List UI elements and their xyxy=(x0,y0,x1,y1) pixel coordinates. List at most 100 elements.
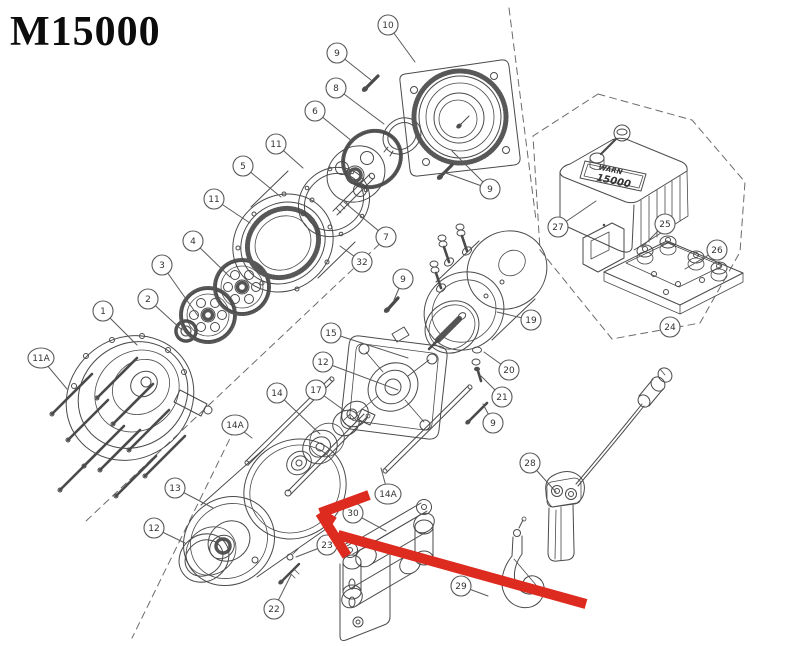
svg-text:4: 4 xyxy=(190,237,196,247)
callout-11A: 11A xyxy=(27,347,68,390)
svg-text:28: 28 xyxy=(524,459,536,469)
callout-19: 19 xyxy=(496,309,542,331)
callout-9: 9 xyxy=(482,403,504,434)
svg-text:10: 10 xyxy=(382,21,394,31)
callout-7: 7 xyxy=(343,201,397,248)
part-control-pack-cover: WARN 15000 xyxy=(559,124,689,253)
callout-29: 29 xyxy=(450,575,489,597)
part-drum-screw xyxy=(278,548,301,585)
svg-text:30: 30 xyxy=(347,509,359,519)
part-mounting-studs xyxy=(49,356,187,499)
boundary-dashed-lines xyxy=(84,7,537,639)
svg-text:19: 19 xyxy=(525,316,537,326)
part-shaft xyxy=(332,172,376,216)
callout-11: 11 xyxy=(265,133,304,169)
callout-21: 21 xyxy=(480,375,513,408)
callout-3: 3 xyxy=(151,254,199,317)
svg-text:7: 7 xyxy=(383,233,389,243)
svg-text:9: 9 xyxy=(334,49,340,59)
svg-text:3: 3 xyxy=(159,261,165,271)
part-terminal-hardware xyxy=(471,346,483,383)
callout-1: 1 xyxy=(92,300,138,346)
callout-8: 8 xyxy=(325,77,385,125)
svg-text:26: 26 xyxy=(711,246,723,256)
callout-15: 15 xyxy=(320,322,409,359)
callout-14A: 14A xyxy=(374,467,402,505)
svg-text:23: 23 xyxy=(321,541,332,551)
svg-text:24: 24 xyxy=(664,323,676,333)
callout-4: 4 xyxy=(182,230,231,278)
callout-9: 9 xyxy=(442,150,501,200)
callout-25: 25 xyxy=(641,213,676,248)
part-brake-hub xyxy=(286,422,345,476)
svg-text:12: 12 xyxy=(148,524,159,534)
svg-text:14A: 14A xyxy=(379,490,397,500)
svg-text:13: 13 xyxy=(169,484,180,494)
callout-6: 6 xyxy=(304,100,354,143)
part-planet-carrier-3 xyxy=(326,128,403,203)
svg-text:9: 9 xyxy=(490,419,496,429)
svg-text:29: 29 xyxy=(455,582,467,592)
part-ring-gear-housing xyxy=(232,170,356,293)
callout-14A: 14A xyxy=(221,414,253,439)
callout-9: 9 xyxy=(392,268,414,301)
svg-text:21: 21 xyxy=(496,393,507,403)
part-motor-gasket xyxy=(424,300,480,354)
cover-model-label: 15000 xyxy=(595,173,631,191)
svg-text:25: 25 xyxy=(659,220,670,230)
callout-5: 5 xyxy=(232,155,282,198)
callout-32: 32 xyxy=(339,245,373,273)
part-motor xyxy=(423,223,548,351)
part-remote-control xyxy=(545,367,673,562)
svg-text:27: 27 xyxy=(552,223,563,233)
callout-12: 12 xyxy=(143,517,186,544)
callout-12: 12 xyxy=(312,351,399,391)
callout-22: 22 xyxy=(263,574,292,620)
part-ring-gear xyxy=(297,166,371,238)
callout-20: 20 xyxy=(483,351,520,381)
callout-9: 9 xyxy=(326,42,372,81)
boundary-hexagon-control-pack xyxy=(532,93,746,340)
svg-text:22: 22 xyxy=(268,605,279,615)
callout-26: 26 xyxy=(684,239,728,270)
svg-text:8: 8 xyxy=(333,84,339,94)
part-drum-bushing xyxy=(178,526,237,583)
svg-text:20: 20 xyxy=(503,366,515,376)
svg-text:15: 15 xyxy=(325,329,336,339)
red-annotation-arrow xyxy=(315,490,588,609)
callout-27: 27 xyxy=(547,200,597,238)
svg-text:12: 12 xyxy=(317,358,328,368)
part-drum-shaft xyxy=(284,408,376,497)
svg-text:9: 9 xyxy=(400,275,406,285)
callout-10: 10 xyxy=(377,14,416,63)
svg-text:32: 32 xyxy=(356,258,367,268)
part-sun-gear xyxy=(174,319,198,343)
callout-14: 14 xyxy=(266,382,321,435)
callout-11: 11 xyxy=(203,188,251,224)
svg-text:14A: 14A xyxy=(226,421,244,431)
part-mounting-bracket xyxy=(582,222,625,273)
part-planet-carrier-2 xyxy=(213,258,271,316)
svg-text:9: 9 xyxy=(487,185,493,195)
part-planet-carrier-1 xyxy=(179,286,237,344)
svg-text:6: 6 xyxy=(312,107,318,117)
callout-24: 24 xyxy=(659,316,681,338)
part-motor-support-plate xyxy=(340,326,448,440)
page-title: M15000 xyxy=(10,9,161,55)
svg-text:5: 5 xyxy=(240,162,246,172)
svg-text:11: 11 xyxy=(208,195,219,205)
callout-17: 17 xyxy=(305,379,346,412)
part-gear-housing-end xyxy=(399,59,521,177)
svg-text:17: 17 xyxy=(310,386,321,396)
part-contactor xyxy=(603,235,744,315)
svg-text:2: 2 xyxy=(145,295,151,305)
svg-text:11: 11 xyxy=(270,140,281,150)
callout-13: 13 xyxy=(164,477,214,509)
callout-28: 28 xyxy=(519,452,557,493)
callout-2: 2 xyxy=(137,288,183,331)
part-bolts xyxy=(361,74,489,425)
part-gear-end-housing xyxy=(65,333,213,461)
